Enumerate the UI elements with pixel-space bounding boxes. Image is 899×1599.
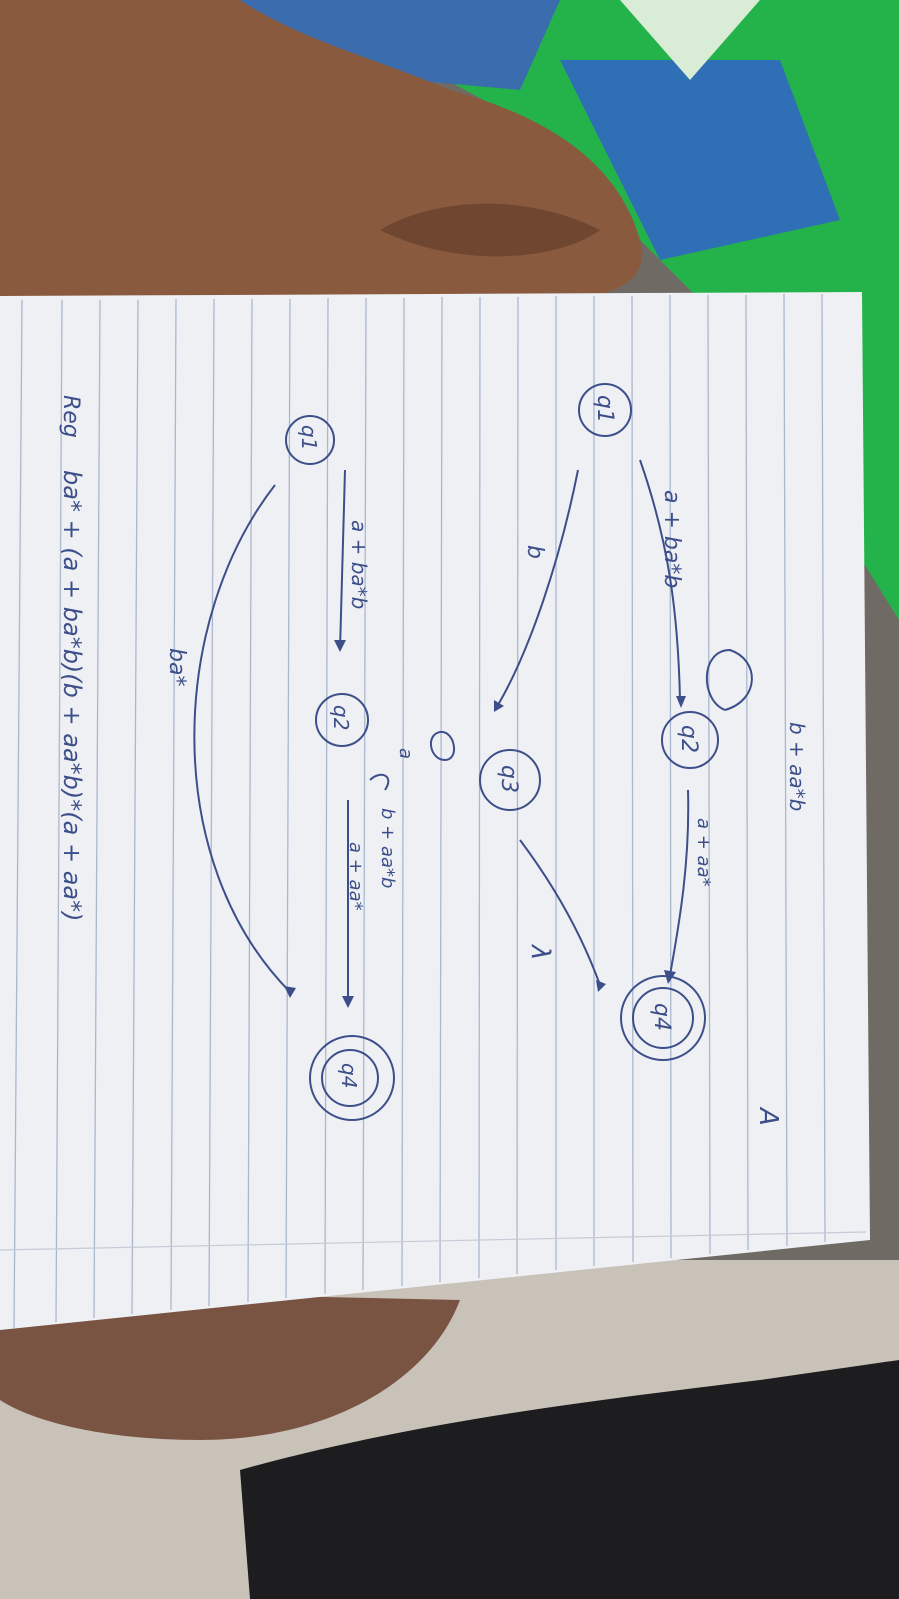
- paper-margin-line: [0, 1231, 867, 1251]
- regex-expression: Reg ba* + (a + ba*b)(b + aa*b)*(a + aa*): [58, 395, 86, 921]
- edge-arrow: [193, 484, 291, 993]
- state-label: q1: [592, 395, 617, 423]
- state-label: q2: [329, 705, 353, 730]
- expression-prefix: Reg: [58, 395, 83, 438]
- state-label: q4: [649, 1003, 674, 1031]
- edge-arrow: [519, 839, 601, 986]
- arrow-head: [334, 640, 346, 652]
- cloth-light: [620, 0, 760, 80]
- self-loop: [369, 773, 390, 791]
- state-circle: [315, 693, 369, 747]
- hand-knuckle-shadow: [380, 203, 600, 257]
- state-circle: [321, 1049, 379, 1107]
- shadow-bottom: [240, 1360, 899, 1599]
- paper-sheet: [0, 292, 870, 1330]
- paper-rule-lines: [13, 293, 826, 1329]
- knee: [0, 1290, 460, 1440]
- state-circle: [661, 711, 719, 769]
- edge-label: λ: [525, 943, 555, 960]
- self-loop: [430, 731, 455, 761]
- cloth-blue: [560, 60, 840, 260]
- self-loop: [705, 648, 753, 711]
- arrow-head: [664, 970, 676, 984]
- top-diagram-labels: q1 q2 q3 q4 a + ba*b b b + aa*b a + aa* …: [395, 395, 809, 1031]
- state-label: q1: [297, 425, 321, 450]
- accept-state-ring: [309, 1035, 395, 1121]
- state-label: q3: [496, 765, 521, 793]
- state-label: q2: [676, 725, 701, 753]
- edge-arrow: [639, 459, 681, 701]
- state-circle: [479, 749, 541, 811]
- edge-label: a + aa*: [345, 842, 366, 911]
- state-circle: [285, 415, 335, 465]
- edge-label: ba*: [164, 648, 189, 686]
- arrow-head: [342, 996, 354, 1008]
- arrow-head: [676, 696, 686, 708]
- state-circle: [578, 383, 632, 437]
- bottom-diagram-labels: q1 q2 q4 a + ba*b ba* b + aa*b a + aa*: [164, 425, 398, 1088]
- state-circle: [632, 987, 694, 1049]
- edge-label: a + ba*b: [659, 490, 684, 588]
- edge-arrow: [669, 789, 690, 976]
- edge-label: b + aa*b: [785, 722, 809, 811]
- edge-label: b: [522, 545, 547, 559]
- accept-state-ring: [620, 975, 706, 1061]
- edge-arrow: [339, 469, 346, 651]
- arrow-head: [494, 700, 504, 712]
- arrow-head: [284, 986, 296, 998]
- state-label: q4: [337, 1063, 361, 1088]
- edge-label: a + ba*b: [347, 520, 371, 609]
- edge-label: b + aa*b: [377, 808, 398, 888]
- corner-mark: A: [753, 1106, 783, 1126]
- edge-arrow: [497, 469, 579, 706]
- edge-label: a + aa*: [693, 818, 714, 887]
- arrow-head: [596, 980, 606, 992]
- edge-label: a: [395, 748, 416, 759]
- expression-text: ba* + (a + ba*b)(b + aa*b)*(a + aa*): [58, 470, 86, 921]
